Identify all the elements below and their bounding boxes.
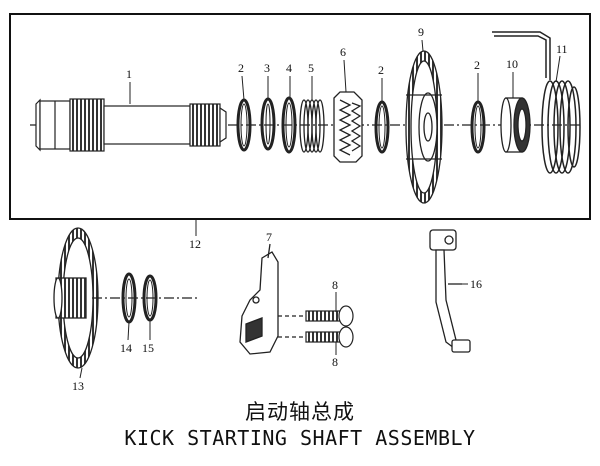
bolt-upper — [278, 305, 354, 327]
label-part-2c: 2 — [474, 58, 480, 72]
leader-lines — [129, 39, 561, 236]
bolt-lower — [278, 326, 354, 348]
label-part-8a: 8 — [332, 278, 338, 292]
label-part-5: 5 — [308, 61, 314, 75]
label-part-7: 7 — [266, 230, 272, 244]
label-part-8b: 8 — [332, 355, 338, 369]
kick-lever-16 — [429, 229, 471, 353]
label-part-6: 6 — [340, 45, 346, 59]
label-part-15: 15 — [142, 341, 154, 355]
label-part-12: 12 — [189, 237, 201, 251]
label-part-9: 9 — [418, 25, 424, 39]
label-part-11: 11 — [556, 42, 568, 56]
kick-gear-9 — [405, 50, 443, 204]
label-part-2a: 2 — [238, 61, 244, 75]
bushing-10 — [500, 97, 531, 153]
kick-shaft — [35, 98, 227, 152]
title-english: KICK STARTING SHAFT ASSEMBLY — [124, 426, 476, 450]
ring-4 — [281, 96, 297, 154]
lower-leader-lines — [79, 320, 151, 379]
label-part-4: 4 — [286, 61, 292, 75]
guide-plate-7 — [239, 243, 279, 355]
label-part-16: 16 — [470, 277, 482, 291]
label-part-1: 1 — [126, 67, 132, 81]
assembly-frame — [9, 13, 591, 220]
return-spring-11 — [492, 31, 581, 174]
spring-5 — [299, 99, 325, 153]
label-part-10: 10 — [506, 57, 518, 71]
driven-gear-13 — [53, 227, 99, 369]
title-chinese: 启动轴总成 — [245, 400, 355, 424]
circlip-3 — [470, 100, 486, 154]
label-part-2b: 2 — [378, 63, 384, 77]
label-part-3: 3 — [264, 61, 270, 75]
circlip-2 — [374, 100, 390, 154]
ratchet-6 — [333, 91, 363, 163]
label-part-13: 13 — [72, 379, 84, 393]
label-part-14: 14 — [120, 341, 132, 355]
washer-3 — [260, 97, 276, 151]
